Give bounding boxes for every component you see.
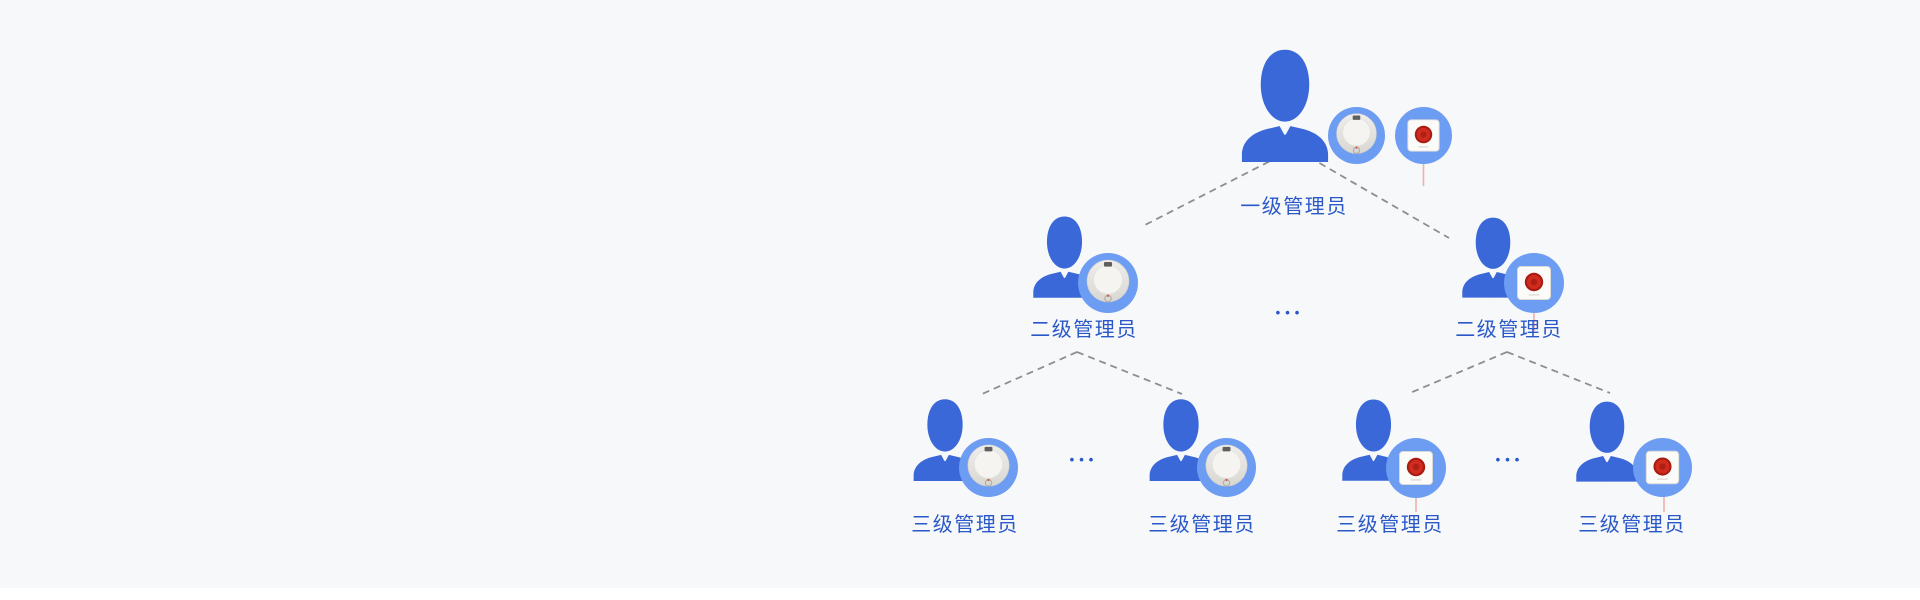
person-icon	[1575, 400, 1639, 482]
node-level1-admin: 一级管理员	[1240, 48, 1455, 220]
bottom-white-strip	[0, 588, 1920, 600]
node-level3-admin-4: 三级管理员	[1575, 400, 1705, 540]
person-icon	[1240, 48, 1330, 162]
connector-level2-right-to-level3-3	[1409, 351, 1508, 394]
node-label-level3-4: 三级管理员	[1578, 514, 1686, 536]
dial-device-icon	[1328, 107, 1385, 164]
dial-device-icon	[1197, 438, 1256, 497]
node-level3-admin-3: 三级管理员	[1336, 398, 1471, 538]
node-label-level2-left: 二级管理员	[1030, 319, 1138, 341]
emergency-button-icon	[1386, 438, 1446, 498]
node-level3-admin-2: 三级管理员	[1148, 398, 1278, 538]
emergency-button-icon	[1504, 253, 1564, 313]
connector-root-to-level2-left	[1140, 155, 1281, 228]
node-level3-admin-1: 三级管理员	[911, 398, 1042, 538]
ellipsis-level2: •••	[1275, 305, 1305, 320]
connector-level2-left-to-level3-1	[981, 351, 1078, 395]
node-level2-admin-left: 二级管理员	[1030, 213, 1192, 343]
node-label-level1: 一级管理员	[1240, 196, 1348, 218]
emergency-button-icon	[1395, 107, 1452, 164]
dial-device-icon	[1078, 253, 1138, 313]
ellipsis-level3-right: •••	[1495, 452, 1525, 467]
node-label-level2-right: 二级管理员	[1455, 319, 1563, 341]
dial-device-icon	[959, 438, 1018, 497]
node-level2-admin-right: 二级管理员	[1455, 214, 1621, 344]
connector-root-to-level2-right	[1308, 156, 1450, 239]
connector-level2-left-to-level3-2	[1076, 351, 1183, 395]
ellipsis-level3-left: •••	[1069, 452, 1099, 467]
emergency-button-icon	[1633, 438, 1692, 497]
node-label-level3-1: 三级管理员	[911, 514, 1019, 536]
node-label-level3-3: 三级管理员	[1336, 514, 1444, 536]
connector-level2-right-to-level3-4	[1506, 351, 1611, 394]
node-label-level3-2: 三级管理员	[1148, 514, 1256, 536]
